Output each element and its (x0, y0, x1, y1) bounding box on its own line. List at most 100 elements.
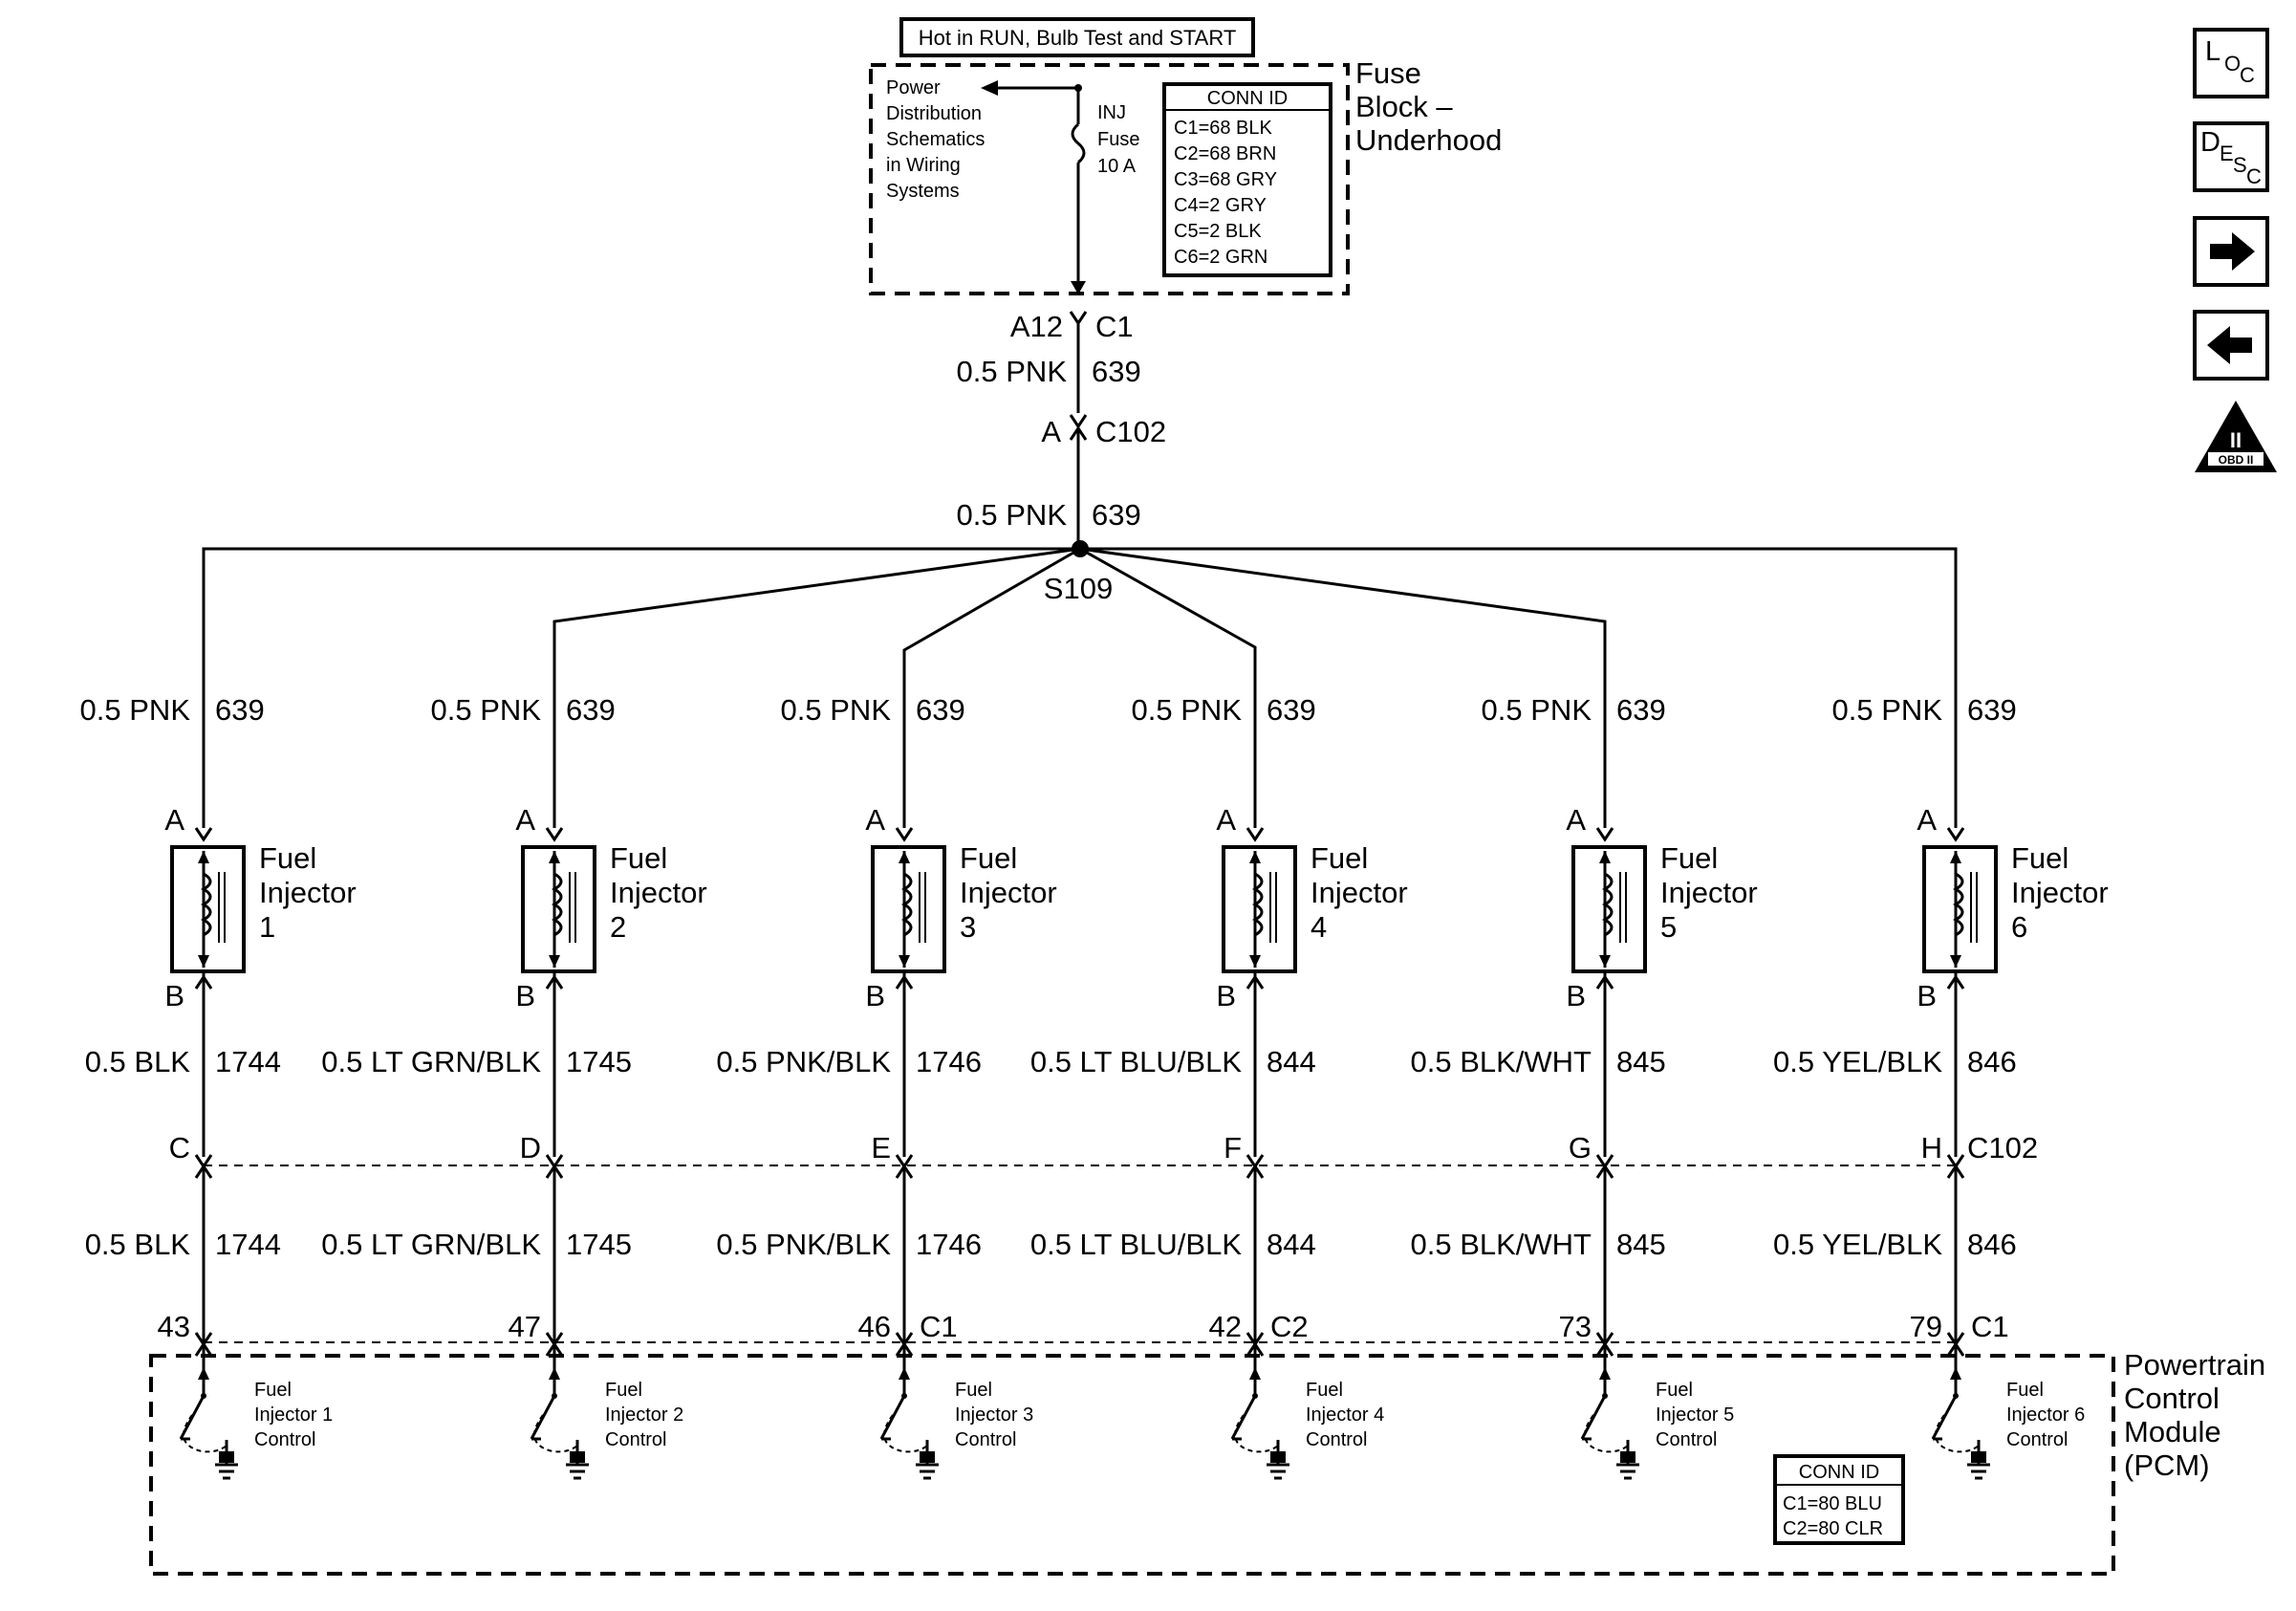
pin-b-label: B (515, 979, 535, 1012)
ref-line: Distribution (886, 103, 982, 124)
ground-block (1270, 1451, 1286, 1463)
solenoid-coil-icon (1601, 872, 1614, 937)
ctrl-circuit-label: 846 (1967, 1228, 2017, 1261)
c102-top-connector-symbol (1069, 414, 1088, 429)
ctrl-circuit-label: 845 (1616, 1228, 1666, 1261)
conn-id-row: C1=68 BLK (1174, 118, 1273, 139)
conn-id-row: C5=2 BLK (1174, 221, 1262, 242)
a12-connector-symbol (1069, 311, 1088, 326)
fuse-label: 10 A (1097, 156, 1137, 177)
ctrl-circuit-label: 1745 (566, 1045, 632, 1078)
loc-letter: C (2240, 63, 2255, 87)
ctrl-color-label: 0.5 BLK/WHT (1411, 1045, 1592, 1078)
branch-wire-4 (1079, 547, 1257, 828)
injector-arrow-up (1599, 851, 1611, 863)
injector-arrow-down (1599, 955, 1611, 968)
driver-arrow (198, 1367, 209, 1380)
ctrl-color-label: 0.5 LT GRN/BLK (321, 1045, 541, 1078)
c102-pin-label: H (1921, 1131, 1942, 1165)
pcm-connector-label: C1 (920, 1310, 958, 1343)
injector-name-line: Injector (2011, 876, 2109, 909)
ctrl-circuit-label: 844 (1267, 1228, 1316, 1261)
c102-pin-label: F (1224, 1131, 1242, 1165)
fuse-block-underhood: Fuse Block – Underhood Power Distributio… (869, 56, 1502, 295)
ctrl-color-label: 0.5 LT BLU/BLK (1030, 1045, 1242, 1078)
branch-wire-1 (202, 547, 1080, 828)
injector-column: 0.5 PNK 639 A B Fuel Injector 6 0.5 YEL/… (1773, 693, 2109, 1450)
ctrl-circuit-label: 1746 (916, 1045, 982, 1078)
ctrl-circuit-label: 846 (1967, 1045, 2017, 1078)
ctrl-circuit-label: 1744 (215, 1045, 281, 1078)
injector-column: 0.5 PNK 639 A B Fuel Injector 1 0.5 BLK … (80, 693, 357, 1450)
injector-arrow-up (899, 851, 910, 863)
injector-name-line: Fuel (1310, 841, 1368, 875)
pcm-connector-label: C2 (1270, 1310, 1309, 1343)
ref-line: Power (886, 77, 941, 98)
pin-a-label: A (515, 803, 535, 837)
injector-pin-a-connector (1595, 827, 1614, 842)
loc-letter: L (2205, 36, 2220, 67)
pcm-driver-label: Control (2006, 1429, 2068, 1450)
injector-pin-a-connector (895, 827, 914, 842)
injector-pin-b-connector (895, 974, 914, 990)
next-button[interactable] (2193, 216, 2269, 287)
pin-a-label: A (1216, 803, 1236, 837)
pcm-title-line: Powertrain (2124, 1348, 2265, 1382)
injector-arrow-down (899, 955, 910, 968)
injector-name-line: Injector (610, 876, 707, 909)
driver-arrow (549, 1367, 560, 1380)
injector-pin-a-connector (194, 827, 213, 842)
injector-name-line: 4 (1310, 910, 1327, 944)
branch-wire-5 (1079, 547, 1607, 828)
injector-pin-a-connector (545, 827, 564, 842)
pcm-connector-label: C1 (1971, 1310, 2009, 1343)
driver-arrow (899, 1367, 910, 1380)
wire-circuit-label: 639 (1092, 355, 1141, 388)
ctrl-color-label: 0.5 LT GRN/BLK (321, 1228, 541, 1261)
pcm-driver-label: Injector 2 (605, 1404, 683, 1426)
hot-in-label: Hot in RUN, Bulb Test and START (919, 26, 1237, 50)
feed-color-label: 0.5 PNK (1132, 693, 1243, 727)
desc-button[interactable]: D E S C (2193, 121, 2269, 192)
pcm-driver-label: Fuel (254, 1380, 292, 1401)
conn-id-row: C4=2 GRY (1174, 195, 1267, 216)
pcm-driver-label: Fuel (2006, 1380, 2044, 1401)
pcm-driver-label: Control (254, 1429, 315, 1450)
pcm-driver-label: Injector 5 (1656, 1404, 1734, 1426)
injector-name-line: Fuel (610, 841, 667, 875)
pcm-driver-label: Control (1656, 1429, 1717, 1450)
power-distribution-reference[interactable]: Power Distribution Schematics in Wiring … (886, 77, 985, 202)
branch-wire-2 (552, 547, 1081, 828)
conn-id-row: C1=80 BLU (1783, 1493, 1882, 1514)
pcm-pin-label: 46 (858, 1310, 891, 1343)
pcm-driver-label: Control (605, 1429, 666, 1450)
desc-letter: E (2220, 142, 2234, 165)
obd-ii-button[interactable]: II OBD II (2195, 401, 2277, 472)
pcm-title-line: Control (2124, 1382, 2220, 1415)
loc-button[interactable]: L O C (2193, 28, 2269, 98)
injector-arrow-down (1950, 955, 1961, 968)
ctrl-color-label: 0.5 YEL/BLK (1773, 1045, 1942, 1078)
desc-letter: C (2246, 164, 2262, 188)
injector-column: 0.5 PNK 639 A B Fuel Injector 4 0.5 LT B… (1030, 693, 1408, 1450)
driver-arrow (1599, 1367, 1611, 1380)
feed-color-label: 0.5 PNK (781, 693, 892, 727)
injector-arrow-down (549, 955, 560, 968)
fuse-label: Fuse (1097, 129, 1139, 150)
hot-in-note: Hot in RUN, Bulb Test and START (899, 17, 1255, 57)
solenoid-coil-icon (551, 872, 563, 937)
ref-line: Systems (886, 181, 960, 202)
injector-arrow-down (1249, 955, 1261, 968)
ctrl-circuit-label: 844 (1267, 1045, 1316, 1078)
previous-button[interactable] (2193, 310, 2269, 381)
wire-color-label: 0.5 PNK (957, 498, 1068, 532)
fuse-block-title-line: Underhood (1355, 123, 1502, 157)
feed-circuit-label: 639 (215, 693, 265, 727)
branch-wire-6 (1080, 547, 1958, 828)
feed-color-label: 0.5 PNK (431, 693, 542, 727)
injector-name-line: Injector (259, 876, 357, 909)
branch-wire-3 (902, 547, 1081, 828)
solenoid-coil-icon (900, 872, 913, 937)
pcm-driver-label: Control (955, 1429, 1016, 1450)
